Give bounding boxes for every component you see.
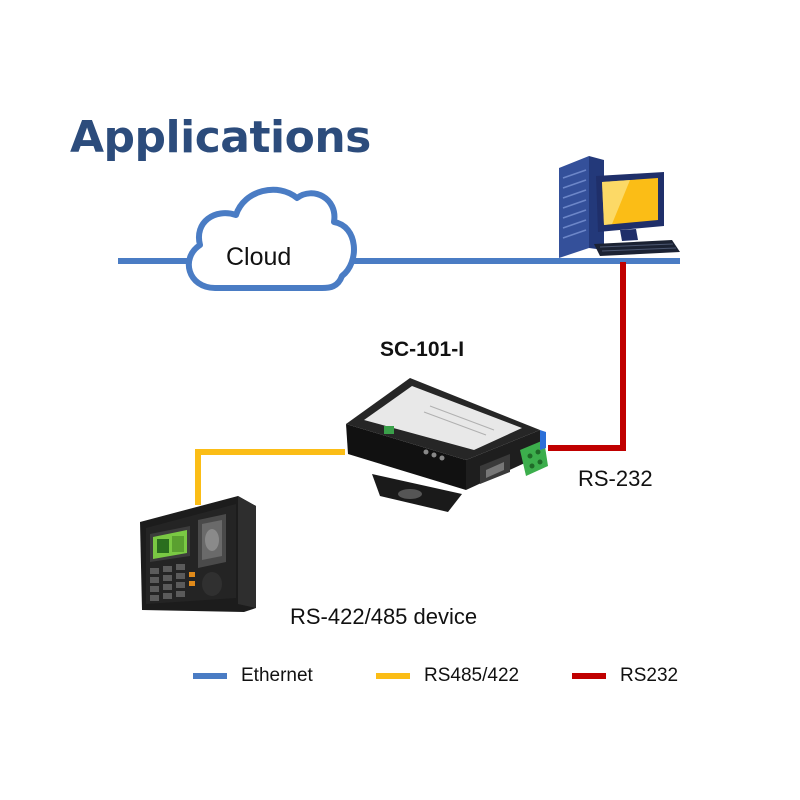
legend-item-ethernet: Ethernet bbox=[193, 664, 313, 688]
legend-item-rs485: RS485/422 bbox=[376, 664, 519, 688]
rs232-link-label: RS-232 bbox=[578, 466, 653, 491]
legend-label-ethernet: Ethernet bbox=[241, 665, 313, 686]
cloud-label: Cloud bbox=[226, 243, 292, 271]
page-title: Applications bbox=[70, 112, 371, 163]
rs485-line bbox=[195, 449, 345, 505]
cloud-icon bbox=[185, 186, 357, 291]
device-name-label: SC-101-I bbox=[380, 338, 465, 361]
serial-device-label: RS-422/485 device bbox=[290, 604, 478, 629]
legend-label-rs485: RS485/422 bbox=[424, 665, 520, 686]
legend-swatch-rs485 bbox=[376, 673, 410, 679]
fingerprint-terminal-icon bbox=[140, 496, 256, 612]
converter-device-icon bbox=[346, 378, 548, 512]
computer-icon bbox=[559, 156, 680, 258]
legend-swatch-rs232 bbox=[572, 673, 606, 679]
legend-swatch-ethernet bbox=[193, 673, 227, 679]
legend-item-rs232: RS232 bbox=[572, 664, 678, 688]
legend-label-rs232: RS232 bbox=[620, 665, 679, 686]
rs232-line bbox=[548, 262, 626, 451]
